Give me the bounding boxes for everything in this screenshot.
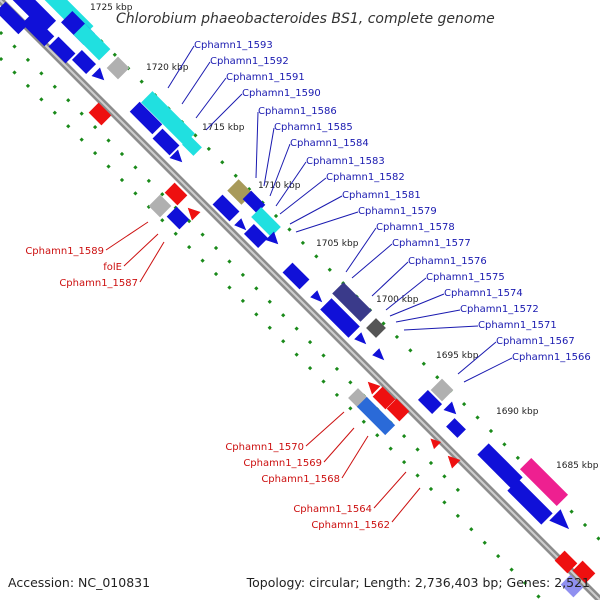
- kbp-tick-1700: 1700 kbp: [376, 295, 419, 305]
- gene-label[interactable]: Cphamn1_1583: [306, 156, 385, 167]
- gene-forward[interactable]: [73, 23, 111, 61]
- gene-label[interactable]: Cphamn1_1585: [274, 122, 353, 133]
- gene-label[interactable]: Cphamn1_1571: [478, 320, 557, 331]
- gene-forward[interactable]: [243, 223, 269, 249]
- gene-label[interactable]: Cphamn1_1562: [311, 520, 390, 531]
- gene-forward[interactable]: [21, 13, 55, 47]
- gene-forward[interactable]: [549, 509, 574, 534]
- reverse-gene-labels: Cphamn1_1589 folE Cphamn1_1587 Cphamn1_1…: [25, 221, 421, 531]
- gene-reverse[interactable]: [184, 204, 201, 221]
- gene-reverse[interactable]: [164, 182, 188, 206]
- gene-forward[interactable]: [519, 457, 569, 507]
- map-title: Chlorobium phaeobacteroides BS1, complet…: [116, 11, 495, 27]
- gene-forward[interactable]: [265, 231, 283, 249]
- forward-gene-track-inner: [0, 1, 574, 534]
- kbp-tick-1710: 1710 kbp: [258, 181, 301, 191]
- gene-label[interactable]: Cphamn1_1576: [408, 256, 487, 267]
- gene-label[interactable]: Cphamn1_1582: [326, 172, 405, 183]
- kbp-tick-1705: 1705 kbp: [316, 239, 359, 249]
- gene-forward[interactable]: [366, 318, 386, 338]
- gene-label[interactable]: Cphamn1_1589: [25, 246, 104, 257]
- gene-label[interactable]: Cphamn1_1579: [358, 206, 437, 217]
- gene-forward[interactable]: [141, 91, 195, 145]
- gene-reverse[interactable]: [166, 206, 190, 230]
- gene-label[interactable]: Cphamn1_1570: [225, 442, 304, 453]
- gene-forward[interactable]: [443, 401, 461, 419]
- gene-label[interactable]: Cphamn1_1578: [376, 222, 455, 233]
- forward-gene-labels: Cphamn1_1593 Cphamn1_1592 Cphamn1_1591 C…: [167, 40, 591, 383]
- gene-forward[interactable]: [234, 218, 250, 234]
- gene-label[interactable]: Cphamn1_1572: [460, 304, 539, 315]
- kbp-tick-1685: 1685 kbp: [556, 461, 599, 471]
- forward-gene-track: [7, 0, 569, 507]
- gene-reverse[interactable]: [554, 550, 578, 574]
- kbp-tick-1690: 1690 kbp: [496, 407, 539, 417]
- inner-dot-track: [0, 56, 542, 600]
- gene-forward[interactable]: [48, 36, 76, 64]
- gene-forward[interactable]: [372, 348, 388, 364]
- gene-forward[interactable]: [152, 128, 180, 156]
- gene-label[interactable]: Cphamn1_1581: [342, 190, 421, 201]
- gene-forward[interactable]: [242, 190, 266, 214]
- gene-forward[interactable]: [320, 298, 360, 338]
- gene-label[interactable]: folE: [103, 262, 122, 273]
- accession-text: Accession: NC_010831: [8, 575, 150, 590]
- gene-label[interactable]: Cphamn1_1593: [194, 40, 273, 51]
- gene-forward[interactable]: [332, 282, 372, 322]
- kbp-tick-1695: 1695 kbp: [436, 351, 479, 361]
- gene-reverse[interactable]: [148, 194, 172, 218]
- gene-label[interactable]: Cphamn1_1590: [242, 88, 321, 99]
- kbp-tick-1720: 1720 kbp: [146, 63, 189, 73]
- kbp-tick-1715: 1715 kbp: [202, 123, 245, 133]
- gene-forward[interactable]: [71, 49, 97, 75]
- kbp-ticks: 1725 kbp 1720 kbp 1715 kbp 1710 kbp 1705…: [90, 3, 599, 471]
- gene-forward[interactable]: [251, 207, 281, 237]
- gene-label[interactable]: Cphamn1_1574: [444, 288, 523, 299]
- gene-forward[interactable]: [182, 136, 202, 156]
- gene-reverse[interactable]: [572, 560, 596, 584]
- gene-label[interactable]: Cphamn1_1591: [226, 72, 305, 83]
- gene-label[interactable]: Cphamn1_1568: [261, 474, 340, 485]
- gene-reverse[interactable]: [427, 435, 442, 450]
- reverse-gene-track: [88, 102, 596, 598]
- gene-label[interactable]: Cphamn1_1575: [426, 272, 505, 283]
- gene-reverse[interactable]: [560, 574, 584, 598]
- gene-forward[interactable]: [310, 290, 326, 306]
- gene-forward[interactable]: [282, 262, 310, 290]
- gene-forward[interactable]: [446, 418, 466, 438]
- gene-label[interactable]: Cphamn1_1587: [59, 278, 138, 289]
- outer-dot-track: [0, 30, 462, 494]
- topology-text: Topology: circular; Length: 2,736,403 bp…: [246, 575, 590, 590]
- top-dot-track: [58, 0, 600, 542]
- gene-reverse[interactable]: [372, 386, 396, 410]
- gene-forward[interactable]: [477, 443, 523, 489]
- gene-forward[interactable]: [354, 332, 370, 348]
- gene-label[interactable]: Cphamn1_1566: [512, 352, 591, 363]
- kbp-tick-1725: 1725 kbp: [90, 3, 133, 13]
- gene-label[interactable]: Cphamn1_1584: [290, 138, 369, 149]
- gene-forward[interactable]: [507, 479, 553, 525]
- gene-label[interactable]: Cphamn1_1569: [243, 458, 322, 469]
- gene-forward[interactable]: [7, 0, 57, 33]
- gene-forward[interactable]: [417, 389, 443, 415]
- gene-reverse[interactable]: [386, 398, 410, 422]
- gene-label[interactable]: Cphamn1_1577: [392, 238, 471, 249]
- gene-forward[interactable]: [106, 56, 130, 80]
- gene-label[interactable]: Cphamn1_1567: [496, 336, 575, 347]
- gene-label[interactable]: Cphamn1_1592: [210, 56, 289, 67]
- gene-forward[interactable]: [91, 67, 109, 85]
- gene-forward[interactable]: [169, 149, 187, 167]
- gene-reverse[interactable]: [356, 396, 396, 436]
- gene-label[interactable]: Cphamn1_1586: [258, 106, 337, 117]
- gene-reverse[interactable]: [88, 102, 112, 126]
- gene-label[interactable]: Cphamn1_1564: [293, 504, 372, 515]
- gene-forward[interactable]: [212, 194, 240, 222]
- gene-forward[interactable]: [129, 101, 163, 135]
- gene-forward[interactable]: [0, 1, 29, 35]
